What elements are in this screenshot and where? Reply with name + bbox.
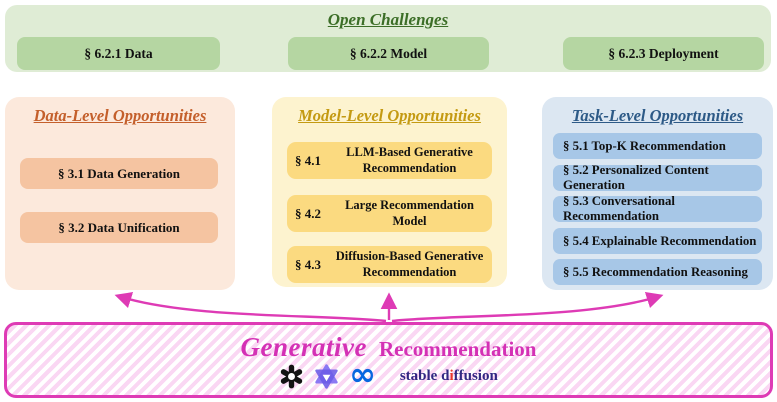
arrow-to-data-level xyxy=(114,292,387,323)
large-rec-model-label: Large Recommendation Model xyxy=(345,197,474,228)
data-level-title: Data-Level Opportunities xyxy=(33,106,207,125)
challenge-box-deployment: § 6.2.3 Deployment xyxy=(563,37,764,70)
explainable-rec-box: § 5.4 Explainable Recommendation xyxy=(553,228,762,254)
sd-text-post: ffusion xyxy=(453,368,498,384)
data-level-panel: Data-Level Opportunities § 3.1 Data Gene… xyxy=(5,97,235,290)
rec-reasoning-box: § 5.5 Recommendation Reasoning xyxy=(553,259,762,285)
qwen-logo-icon xyxy=(315,364,338,389)
llm-generative-rec-label: LLM-Based Generative Recommendation xyxy=(346,144,473,175)
data-unification-label: § 3.2 Data Unification xyxy=(58,219,180,235)
topk-rec-label: § 5.1 Top-K Recommendation xyxy=(563,138,726,153)
challenge-box-data: § 6.2.1 Data xyxy=(17,37,220,70)
openai-logo-icon xyxy=(281,364,303,389)
task-level-panel: Task-Level Opportunities § 5.1 Top-K Rec… xyxy=(542,97,773,290)
open-challenges-title: Open Challenges xyxy=(327,10,449,29)
title-recommendation: Recommendation xyxy=(378,337,537,361)
rec-reasoning-label: § 5.5 Recommendation Reasoning xyxy=(563,264,748,279)
topk-rec-box: § 5.1 Top-K Recommendation xyxy=(553,133,762,159)
diffusion-generative-rec-box: § 4.3 Diffusion-Based Generative Recomme… xyxy=(287,246,492,283)
challenge-box-data-label: § 6.2.1 Data xyxy=(84,45,153,61)
title-generative: Generative xyxy=(240,332,367,362)
data-generation-box: § 3.1 Data Generation xyxy=(20,158,218,189)
task-level-title: Task-Level Opportunities xyxy=(571,106,744,125)
model-level-panel: Model-Level Opportunities § 4.1 LLM-Base… xyxy=(272,97,507,287)
diffusion-generative-rec-label: Diffusion-Based Generative Recommendatio… xyxy=(335,248,484,279)
meta-logo-icon: ∞ xyxy=(349,354,376,393)
sd-text-pre: stable d xyxy=(399,368,450,384)
challenge-box-model: § 6.2.2 Model xyxy=(288,37,489,70)
challenge-box-deployment-label: § 6.2.3 Deployment xyxy=(608,45,719,61)
model-level-title: Model-Level Opportunities xyxy=(298,106,481,125)
generative-recommendation-box: Generative Recommendation ∞ stable diffu… xyxy=(4,322,773,398)
llm-generative-rec-box: § 4.1 LLM-Based Generative Recommendatio… xyxy=(287,142,492,179)
large-rec-model-box: § 4.2 Large Recommendation Model xyxy=(287,195,492,232)
arrow-to-task-level xyxy=(391,292,664,323)
explainable-rec-label: § 5.4 Explainable Recommendation xyxy=(563,233,757,248)
data-unification-box: § 3.2 Data Unification xyxy=(20,212,218,243)
sd-text-accent: i xyxy=(449,368,454,384)
open-challenges-panel: Open Challenges § 6.2.1 Data § 6.2.2 Mod… xyxy=(5,5,771,72)
section-number: § 4.1 xyxy=(295,152,321,168)
generative-recommendation-title: Generative Recommendation xyxy=(7,332,770,363)
logo-row: ∞ stable diffusion xyxy=(7,354,770,393)
stable-diffusion-wordmark: stable diffusion xyxy=(400,368,498,385)
personalized-content-box: § 5.2 Personalized Content Generation xyxy=(553,163,762,192)
section-number: § 4.2 xyxy=(295,205,321,221)
challenge-box-model-label: § 6.2.2 Model xyxy=(349,45,428,61)
section-number: § 4.3 xyxy=(295,256,321,272)
personalized-content-label: § 5.2 Personalized Content Generation xyxy=(563,163,709,192)
conversational-rec-label: § 5.3 Conversational Recommendation xyxy=(563,194,675,223)
conversational-rec-box: § 5.3 Conversational Recommendation xyxy=(553,194,762,223)
data-generation-label: § 3.1 Data Generation xyxy=(57,165,181,181)
